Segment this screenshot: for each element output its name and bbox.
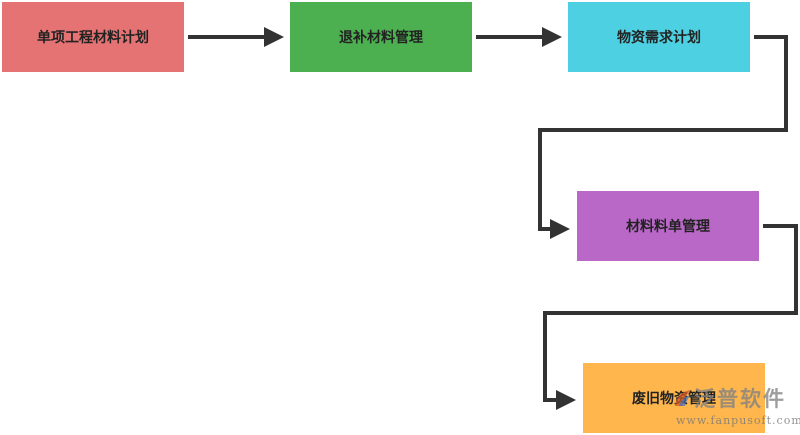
arrow-4-to-5 (543, 224, 798, 410)
node-material-list-management: 材料料单管理 (577, 191, 759, 261)
node-single-project-material-plan: 单项工程材料计划 (2, 2, 184, 72)
node-label: 废旧物资管理 (632, 391, 716, 407)
arrow-3-to-4 (538, 35, 788, 239)
node-label: 材料料单管理 (626, 219, 710, 235)
node-label: 物资需求计划 (617, 30, 701, 46)
node-scrap-material-management: 废旧物资管理 (583, 363, 765, 433)
node-material-demand-plan: 物资需求计划 (568, 2, 750, 72)
node-label: 单项工程材料计划 (37, 30, 149, 46)
node-label: 退补材料管理 (339, 30, 423, 46)
node-return-material-management: 退补材料管理 (290, 2, 472, 72)
